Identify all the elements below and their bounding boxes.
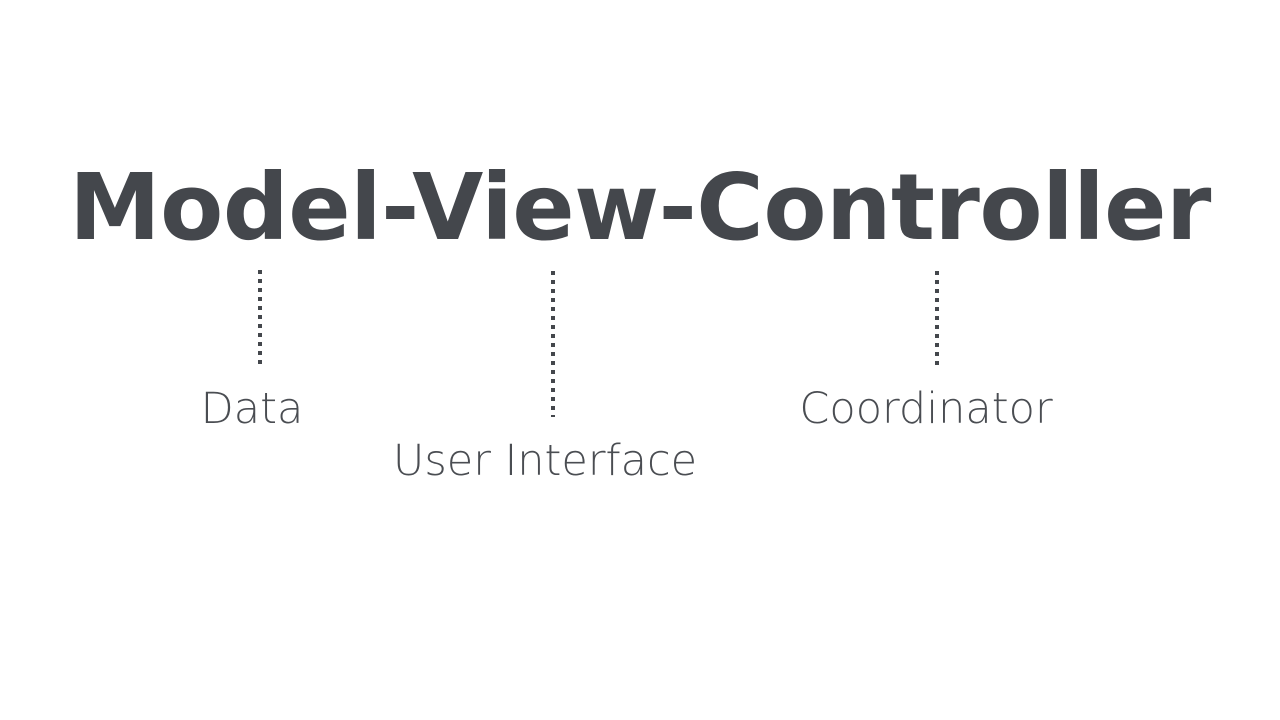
model-connector-line [258,270,262,366]
controller-connector-line [935,271,939,367]
page-title: Model-View-Controller [69,154,1211,261]
model-label: Data [200,384,304,434]
view-label: User Interface [392,436,698,486]
view-connector-line [551,271,555,417]
controller-label: Coordinator [799,384,1053,434]
